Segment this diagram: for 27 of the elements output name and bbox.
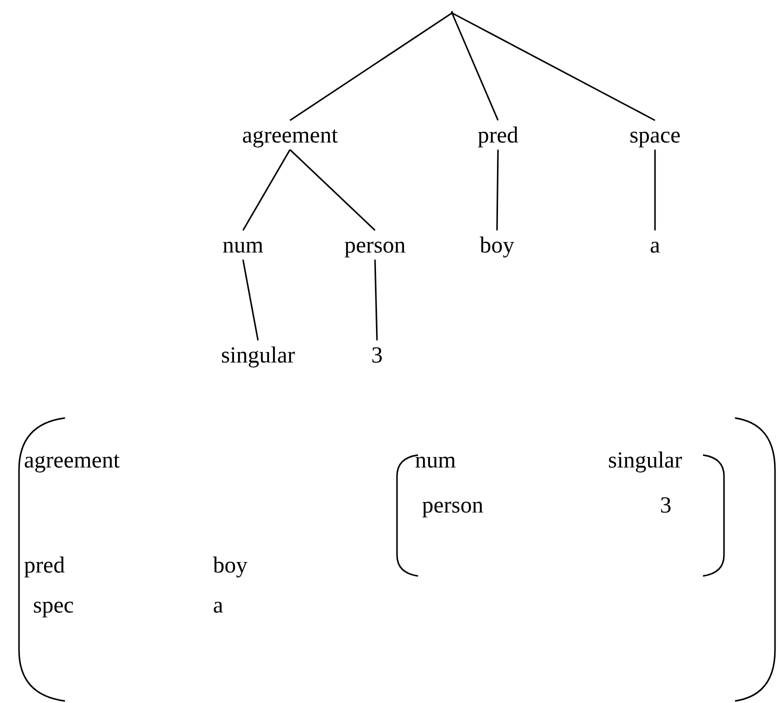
tree-branch: [452, 12, 656, 122]
tree-branch: [290, 12, 452, 121]
matrix-text: agreement: [24, 447, 120, 473]
tree-branch: [289, 149, 376, 231]
matrix-text: 3: [660, 492, 672, 518]
tree-label: agreement: [242, 122, 338, 148]
tree-branch: [242, 260, 259, 340]
tree-label: person: [344, 232, 406, 258]
tree-label: pred: [478, 122, 518, 148]
tree-branch: [374, 260, 378, 340]
matrix-text: spec: [33, 592, 74, 618]
matrix-text: boy: [213, 552, 248, 578]
matrix-text: a: [213, 592, 224, 618]
tree-label: space: [629, 122, 681, 148]
tree-branch: [654, 150, 656, 230]
tree-branch: [496, 150, 499, 230]
tree-label: singular: [220, 342, 296, 368]
tree-label: 3: [371, 342, 383, 368]
matrix-text: pred: [24, 552, 65, 578]
tree-branch: [242, 149, 291, 231]
tree-label: a: [650, 232, 660, 258]
tree-label: num: [222, 232, 264, 258]
matrix-text: num: [415, 447, 456, 473]
matrix-text: singular: [608, 447, 682, 473]
tree-label: boy: [480, 232, 514, 258]
matrix-text: person: [422, 492, 484, 518]
tree-branch: [451, 12, 499, 121]
